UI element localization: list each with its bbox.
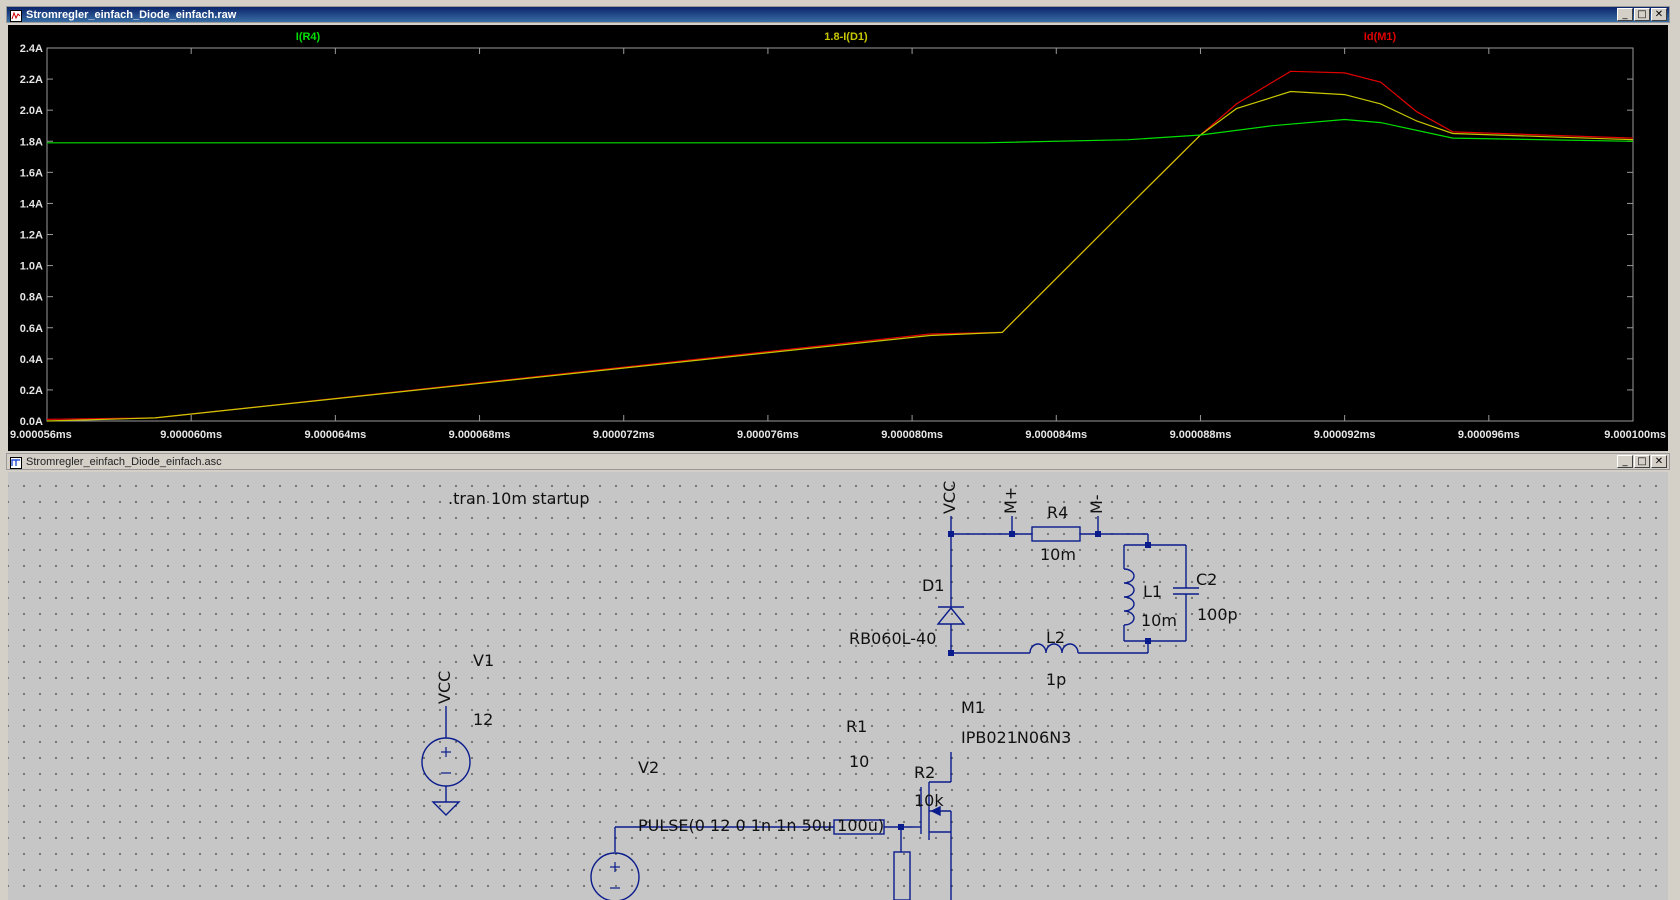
net-label-vcc-v1[interactable]: VCC [435,670,454,704]
junction-d1-drain [948,650,954,656]
x-tick-label: 9.000072ms [593,429,655,441]
x-tick-label: 9.000060ms [160,429,222,441]
schematic-minimize-button[interactable]: _ [1617,455,1633,468]
plot-window-titlebar[interactable]: Stromregler_einfach_Diode_einfach.raw _ … [6,6,1670,23]
net-label-vcc-top[interactable]: VCC [940,480,959,514]
d1-name[interactable]: D1 [922,576,945,595]
legend-label: 1.8-I(D1) [824,31,868,43]
y-tick-label: 1.6A [20,167,43,179]
v1-value[interactable]: 12 [473,710,494,729]
x-tick-label: 9.000064ms [304,429,366,441]
l1-name[interactable]: L1 [1143,582,1163,601]
y-tick-label: 0.6A [20,323,43,335]
d1-model[interactable]: RB060L-40 [849,629,937,648]
junction-vcc [948,531,954,537]
legend-label: Id(M1) [1364,31,1397,43]
x-tick-label: 9.000080ms [881,429,943,441]
x-tick-label: 9.000084ms [1025,429,1087,441]
waveform-chart[interactable]: 0.0A 0.2A 0.4A 0.6A 0.8A 1.0A 1.2A 1.4A 1.6A 1.8A… [8,25,1668,451]
x-tick-label: 9.000068ms [449,429,511,441]
m1-arrow [930,805,941,817]
junction-l1c2-bottom [1145,638,1151,644]
tran-directive[interactable]: .tran 10m startup [448,489,590,508]
plot-window[interactable]: Stromregler_einfach_Diode_einfach.raw _ … [6,6,1670,453]
l2-value[interactable]: 1p [1046,670,1067,689]
schematic-maximize-button[interactable]: □ [1634,455,1650,468]
y-tick-label: 2.0A [20,105,43,117]
y-tick-label: 1.0A [20,261,43,273]
y-tick-label: 0.8A [20,292,43,304]
l2-name[interactable]: L2 [1046,628,1066,647]
c2-name[interactable]: C2 [1196,570,1218,589]
junction-l1c2-top [1145,542,1151,548]
x-tick-label: 9.000056ms [10,429,72,441]
r2-value[interactable]: 10k [914,791,944,810]
junction-mplus [1009,531,1015,537]
series-line-18id1 [46,90,1634,422]
r1-name[interactable]: R1 [846,717,868,736]
y-tick-label: 1.4A [20,198,43,210]
schematic-icon [10,456,22,469]
schematic-window-titlebar[interactable]: Stromregler_einfach_Diode_einfach.asc _ … [6,453,1670,470]
y-tick-label: 0.0A [20,416,43,428]
y-tick-label: 2.4A [20,43,43,55]
v1-name[interactable]: V1 [473,651,495,670]
r2-name[interactable]: R2 [914,763,936,782]
x-tick-label: 9.000088ms [1170,429,1232,441]
y-tick-label: 1.8A [20,136,43,148]
plot-window-title: Stromregler_einfach_Diode_einfach.raw [26,8,237,21]
schematic-canvas[interactable]: .tran 10m startup VCC M+ M- VCC R4 10m C… [8,472,1668,900]
x-tick-label: 9.000092ms [1314,429,1376,441]
schematic-drawing [421,516,1199,900]
y-tick-label: 2.2A [20,74,43,86]
junction-mminus [1095,531,1101,537]
junction-gate [898,824,904,830]
waveform-plot[interactable]: 0.0A 0.2A 0.4A 0.6A 0.8A 1.0A 1.2A 1.4A 1.6A 1.8A… [8,25,1668,451]
net-label-mplus[interactable]: M+ [1001,486,1020,514]
legend-label: I(R4) [296,31,321,43]
series-line-ir4 [47,118,1634,144]
ground-symbol-v1 [431,801,461,816]
r2-symbol [893,851,911,900]
d1-triangle [936,606,966,625]
m1-name[interactable]: M1 [961,698,985,717]
y-tick-label: 0.2A [20,385,43,397]
v2-value[interactable]: PULSE(0 12 0 1n 1n 50u 100u) [638,816,885,835]
waveform-icon [10,9,22,22]
l1-coil [1123,568,1135,626]
plot-maximize-button[interactable]: □ [1634,8,1650,21]
v2-source-symbol [590,852,640,900]
plot-frame [46,47,1634,422]
y-tick-label: 1.2A [20,230,43,242]
v1-source-symbol [421,737,471,787]
m1-model[interactable]: IPB021N06N3 [961,728,1072,747]
r4-value[interactable]: 10m [1040,545,1076,564]
r4-symbol [1031,526,1081,542]
schematic-window-title: Stromregler_einfach_Diode_einfach.asc [26,455,222,468]
schematic-window[interactable]: Stromregler_einfach_Diode_einfach.asc _ … [6,453,1670,900]
x-tick-label: 9.000096ms [1458,429,1520,441]
l2-coil [1029,643,1079,654]
series-line-idm1 [46,70,1634,420]
r1-value[interactable]: 10 [849,752,870,771]
plot-minimize-button[interactable]: _ [1617,8,1633,21]
r4-name[interactable]: R4 [1047,503,1069,522]
x-tick-label: 9.000100ms [1604,429,1666,441]
net-label-mminus[interactable]: M- [1087,494,1106,514]
v2-name[interactable]: V2 [638,758,660,777]
schematic-close-button[interactable]: ✕ [1651,455,1667,468]
c2-value[interactable]: 100p [1197,605,1238,624]
x-tick-label: 9.000076ms [737,429,799,441]
y-tick-label: 0.4A [20,354,43,366]
plot-close-button[interactable]: ✕ [1651,8,1667,21]
l1-value[interactable]: 10m [1141,611,1177,630]
